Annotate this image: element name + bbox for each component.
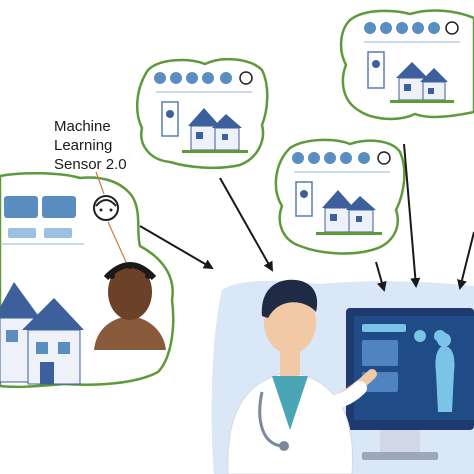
label-pointer-line bbox=[95, 171, 105, 195]
arrow-middle-cloud bbox=[375, 261, 387, 292]
smart-home-cloud-middle bbox=[274, 138, 406, 255]
sensor-link-line bbox=[107, 221, 127, 263]
device-icons-row bbox=[292, 151, 391, 173]
device-icons-row bbox=[364, 21, 460, 43]
stethoscope-icon bbox=[258, 391, 283, 448]
smart-home-cloud-upper-middle bbox=[135, 57, 269, 170]
smart-panel-icon bbox=[295, 181, 313, 217]
data-flow-arrows bbox=[95, 143, 474, 292]
arrow-left-cloud bbox=[139, 225, 214, 270]
smart-home-cloud-top-right bbox=[339, 9, 474, 121]
doctor-figure bbox=[227, 279, 377, 474]
device-panels bbox=[0, 196, 84, 245]
house-icon bbox=[182, 108, 248, 153]
smart-panel-icon bbox=[367, 51, 385, 89]
monitor bbox=[346, 308, 474, 460]
smart-home-cloud-left bbox=[0, 171, 175, 389]
machine-learning-sensor-label: Machine Learning Sensor 2.0 bbox=[54, 117, 164, 174]
arrow-upper-middle-cloud bbox=[219, 177, 273, 272]
telemedicine-scene bbox=[211, 279, 474, 474]
thermostat-icon bbox=[42, 196, 76, 218]
human-body-diagram bbox=[435, 346, 455, 412]
arrow-offscreen-cloud bbox=[457, 231, 474, 290]
scrub-shirt bbox=[272, 376, 308, 430]
camera-icon bbox=[4, 196, 38, 218]
houses-illustration bbox=[0, 282, 84, 385]
sensor-label-line1: Machine bbox=[54, 118, 111, 135]
house-icon bbox=[316, 190, 382, 235]
sensor-label-line2: Learning bbox=[54, 137, 113, 154]
eeg-person-illustration bbox=[94, 262, 166, 350]
sensor-label-line3: Sensor 2.0 bbox=[54, 156, 127, 173]
arrow-top-right-cloud bbox=[403, 143, 421, 288]
doctor-hair bbox=[261, 279, 318, 318]
house-icon bbox=[390, 62, 454, 103]
eeg-headset-icon bbox=[93, 195, 119, 221]
device-icons-row bbox=[154, 71, 253, 93]
smart-panel-icon bbox=[161, 101, 179, 137]
